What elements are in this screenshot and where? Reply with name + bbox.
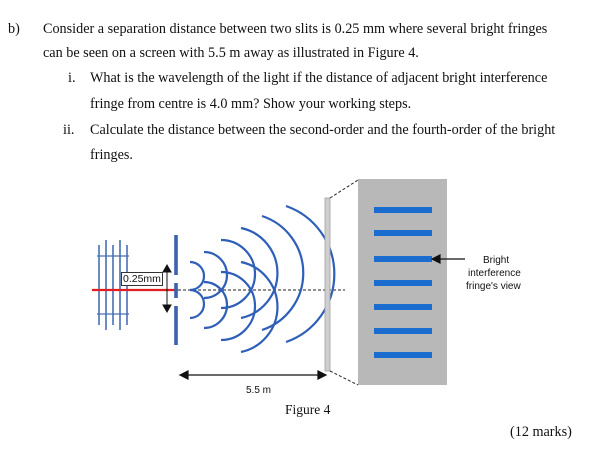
slit-separation-arrow	[162, 263, 172, 314]
question-line-2: can be seen on a screen with 5.5 m away …	[43, 45, 419, 61]
part-ii-number: ii.	[63, 122, 75, 138]
fringe-pointer-arrow	[430, 254, 465, 264]
bright-label-1: Bright	[483, 255, 510, 266]
grating-lines	[98, 240, 128, 330]
fringe-bar	[374, 304, 432, 310]
part-i-number: i.	[68, 70, 76, 86]
question-label: b)	[8, 21, 20, 37]
fringe-bar	[374, 207, 432, 213]
marks-label: (12 marks)	[510, 424, 572, 440]
distance-arrow	[178, 370, 328, 380]
fringe-bar	[374, 230, 432, 236]
perspective-lines	[329, 179, 359, 386]
fringe-bar	[374, 256, 432, 262]
distance-label: 5.5 m	[246, 385, 272, 396]
part-i-line-2: fringe from centre is 4.0 mm? Show your …	[90, 96, 412, 112]
bright-label-2: interference	[468, 268, 521, 279]
screen-plate	[324, 197, 331, 372]
wavefronts	[189, 204, 336, 354]
question-line-1: Consider a separation distance between t…	[43, 21, 548, 37]
slit-distance-label: 0.25mm	[121, 272, 163, 286]
fringe-bar	[374, 280, 432, 286]
figure-caption: Figure 4	[285, 402, 331, 417]
part-ii-line-2: fringes.	[90, 147, 133, 163]
part-ii-line-1: Calculate the distance between the secon…	[90, 122, 556, 138]
part-i-line-1: What is the wavelength of the light if t…	[90, 70, 548, 86]
fringe-bar	[374, 352, 432, 358]
bright-label-3: fringe's view	[466, 281, 521, 292]
fringe-bars	[374, 207, 432, 358]
fringe-bar	[374, 328, 432, 334]
